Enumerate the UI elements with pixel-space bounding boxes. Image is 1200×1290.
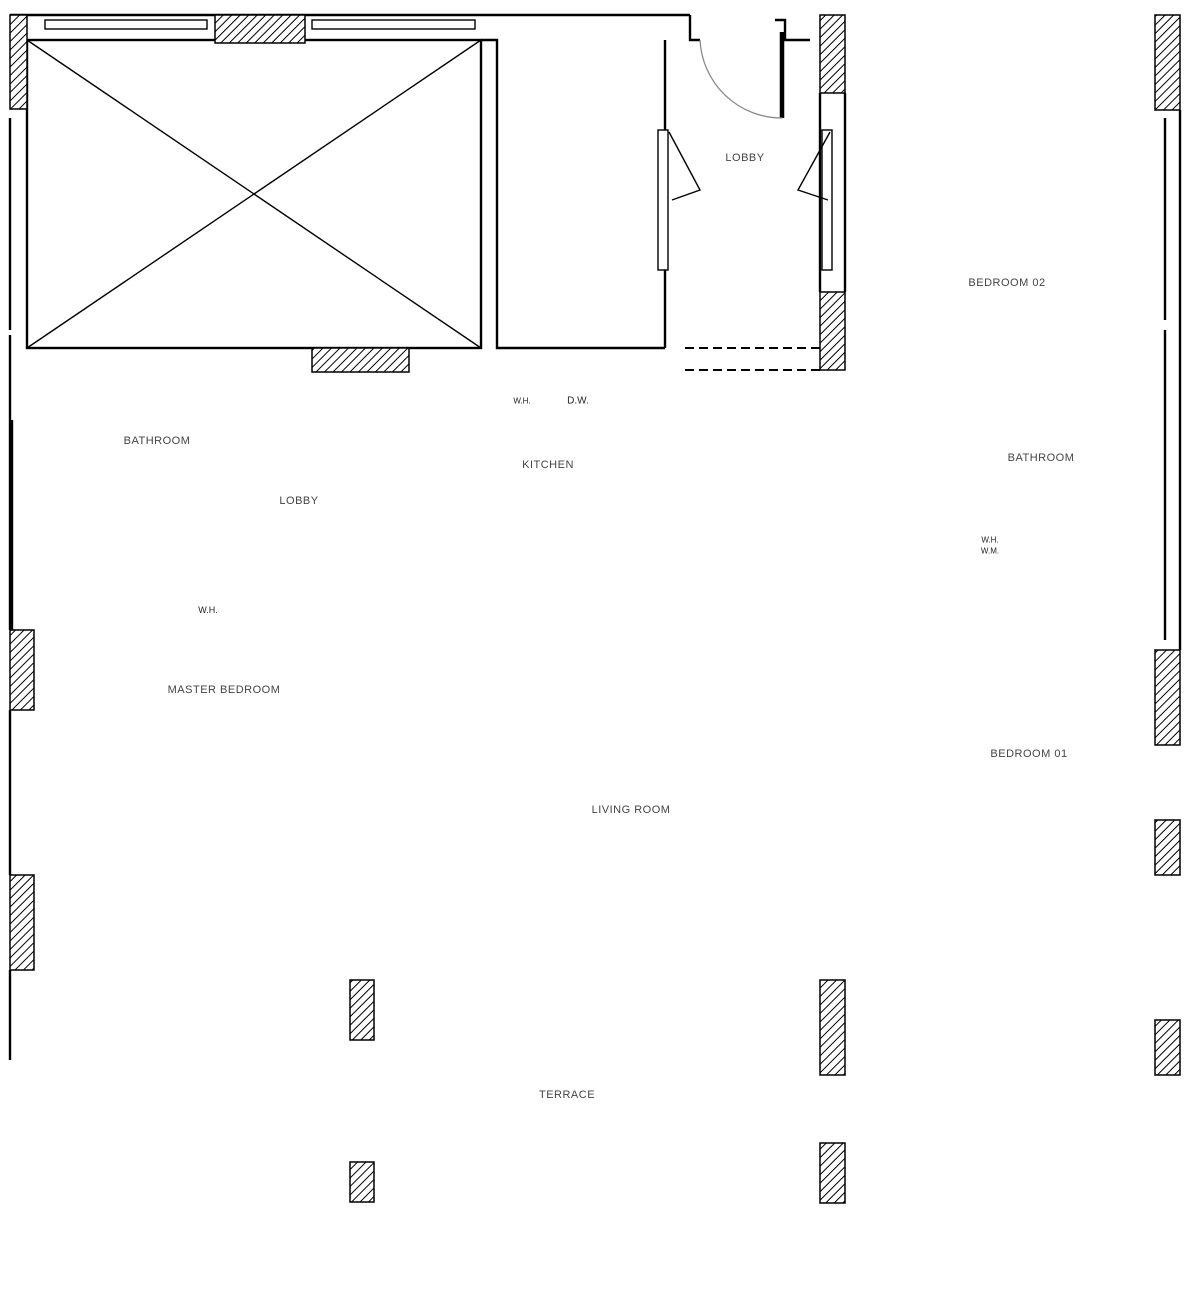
water-heater-left-label: W.H.: [198, 605, 218, 615]
dishwasher-label: D.W.: [567, 395, 589, 407]
room-label-kitchen: KITCHEN: [522, 459, 574, 471]
water-heater-kitchen-label: W.H.: [513, 396, 531, 406]
exterior-walls: [8, 110, 1182, 1060]
room-label-lobby-left: LOBBY: [279, 495, 319, 507]
void-area: [10, 13, 690, 350]
room-label-living-room: LIVING ROOM: [591, 804, 671, 816]
room-label-terrace: TERRACE: [538, 1089, 596, 1101]
washing-machine-right-label: W.M.: [980, 546, 1000, 556]
room-label-bedroom-01: BEDROOM 01: [990, 748, 1068, 760]
room-label-bathroom-right: BATHROOM: [1007, 452, 1075, 464]
hatched-columns: [9, 14, 1181, 1204]
room-label-bedroom-02: BEDROOM 02: [968, 277, 1046, 289]
lobby-top-walls: [481, 15, 847, 371]
room-label-lobby-top: LOBBY: [725, 152, 765, 164]
room-label-master-bedroom: MASTER BEDROOM: [167, 684, 281, 696]
room-label-bathroom-left: BATHROOM: [123, 435, 191, 447]
water-heater-right-label: W.H.: [981, 535, 999, 545]
